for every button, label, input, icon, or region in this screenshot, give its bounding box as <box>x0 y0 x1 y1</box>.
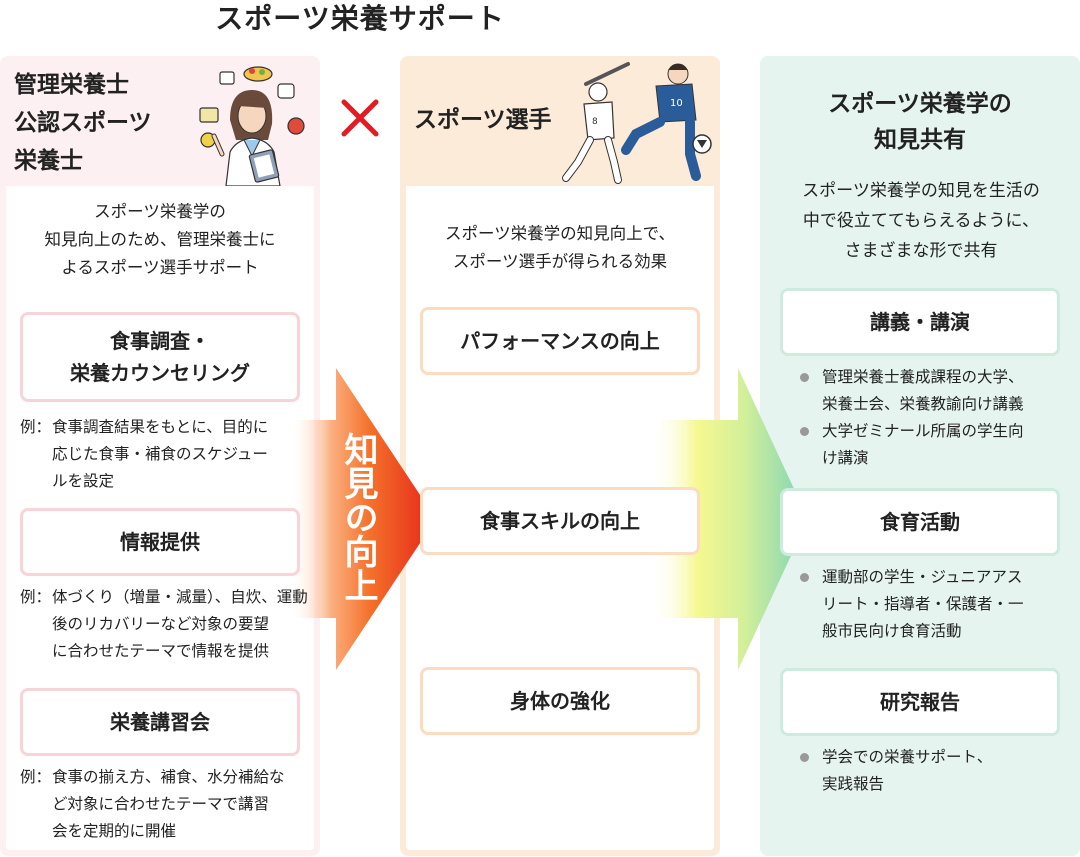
lecture-bullet-2: 大学ゼミナール所属の学生向 け講演 <box>800 418 1070 472</box>
athlete-description: スポーツ栄養学の知見向上で、 スポーツ選手が得られる効果 <box>444 224 675 271</box>
page-title: スポーツ栄養サポート <box>215 2 505 35</box>
bullet-dot <box>800 373 809 382</box>
research-bullet-1: 学会での栄養サポート、 実践報告 <box>800 744 1070 798</box>
dietitian-illustration <box>199 66 305 186</box>
performance-box: パフォーマンスの向上 <box>420 307 700 375</box>
knowledge-sharing-description: スポーツ栄養学の知見を生活の 中で役立ててもらえるように、 さまざまな形で共有 <box>802 181 1040 261</box>
svg-text:8: 8 <box>592 117 598 127</box>
svg-text:10: 10 <box>670 98 683 109</box>
arrow-green <box>650 368 808 670</box>
athletes-illustration: 8 10 <box>562 62 712 184</box>
body-strength-box: 身体の強化 <box>420 667 700 735</box>
times-icon <box>341 99 379 137</box>
bullet-dot <box>800 573 809 582</box>
diet-skill-box: 食事スキルの向上 <box>420 487 700 555</box>
nutrition-seminar-example: 例： 食事の揃え方、補食、水分補給な ど対象に合わせたテーマで講習 会を定期的に… <box>20 768 285 840</box>
knowledge-sharing-header: スポーツ栄養学の 知見共有 <box>828 91 1012 153</box>
food-education-box: 食育活動 <box>780 488 1060 556</box>
dietitian-description: スポーツ栄養学の 知見向上のため、管理栄養士に よるスポーツ選手サポート <box>44 202 276 277</box>
bullet-dot <box>800 427 809 436</box>
lecture-bullet-1: 管理栄養士養成課程の大学、 栄養士会、栄養教諭向け講義 <box>800 364 1070 418</box>
dietary-survey-example: 例： 食事調査結果をもとに、目的に 応じた食事・補食のスケジュー ルを設定 <box>20 418 269 490</box>
arrow-red <box>290 368 436 670</box>
lecture-box: 講義・講演 <box>780 288 1060 356</box>
research-box: 研究報告 <box>780 668 1060 736</box>
information-box: 情報提供 <box>20 508 300 576</box>
dietary-survey-box: 食事調査・ 栄養カウンセリング <box>20 312 300 402</box>
food-education-bullet-1: 運動部の学生・ジュニアアス リート・指導者・保護者・一 般市民向け食育活動 <box>800 564 1070 646</box>
athlete-header: スポーツ選手 <box>414 107 552 133</box>
dietitian-header: 管理栄養士 公認スポーツ 栄養士 <box>14 72 152 174</box>
information-example: 例： 体づくり（増量・減量）、自炊、運動 後のリカバリーなど対象の要望 に合わせ… <box>20 588 308 660</box>
nutrition-seminar-box: 栄養講習会 <box>20 688 300 756</box>
arrow-label: 知見の向上 <box>338 432 378 602</box>
bullet-dot <box>800 753 809 762</box>
